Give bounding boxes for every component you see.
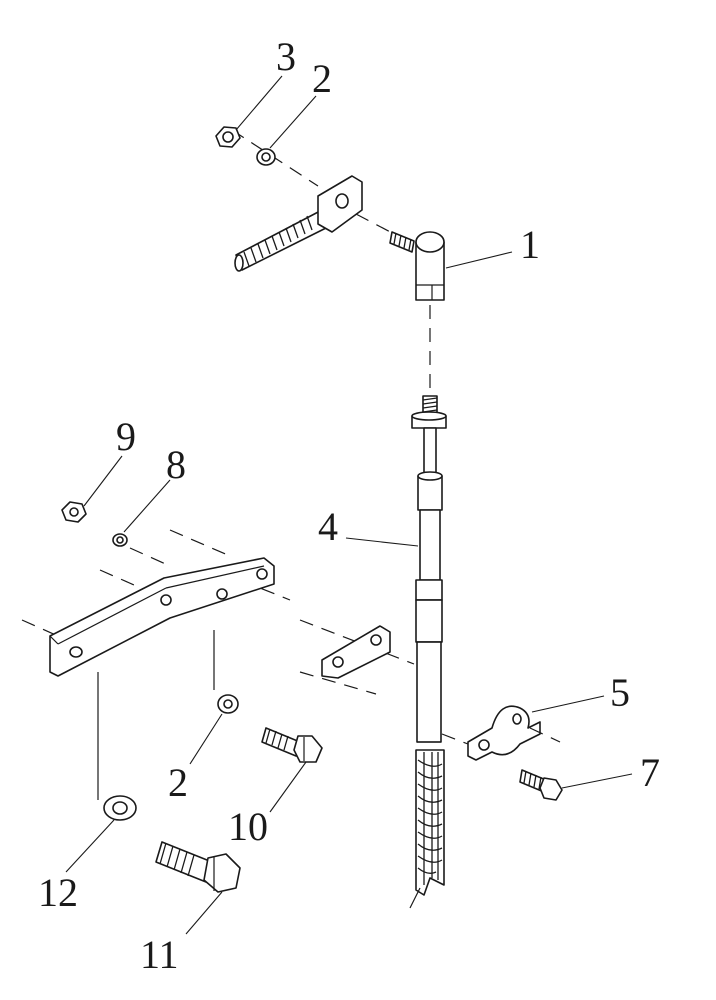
leader-2-top xyxy=(269,95,317,149)
callout-2-bottom: 2 xyxy=(168,760,188,805)
leader-8 xyxy=(123,479,171,533)
washer-part-2-bottom xyxy=(217,694,239,714)
assembly-line-plate-to-swivel xyxy=(355,213,399,237)
cable-clamp-part-5 xyxy=(441,705,561,761)
washer-part-8 xyxy=(112,533,128,547)
callout-2-top: 2 xyxy=(312,56,332,101)
leader-3 xyxy=(235,75,283,131)
callout-1: 1 xyxy=(520,222,540,267)
callout-12: 12 xyxy=(38,870,78,915)
callout-7: 7 xyxy=(640,750,660,795)
link-plate xyxy=(299,619,415,695)
callout-8: 8 xyxy=(166,442,186,487)
callout-10: 10 xyxy=(228,804,268,849)
leader-4 xyxy=(345,537,419,547)
leader-1 xyxy=(445,251,513,269)
control-cable-part-4 xyxy=(409,395,447,909)
callout-5: 5 xyxy=(610,670,630,715)
callout-11: 11 xyxy=(140,932,179,977)
clamp-screw-part-7 xyxy=(519,769,563,801)
leader-9 xyxy=(83,455,123,507)
leader-2-bottom xyxy=(189,713,223,765)
leader-7 xyxy=(561,773,633,789)
callout-3: 3 xyxy=(276,34,296,79)
leader-11 xyxy=(185,891,223,935)
leader-5 xyxy=(531,695,605,713)
washer-part-12 xyxy=(103,795,137,821)
washer-part-2-top xyxy=(256,148,276,166)
leader-12 xyxy=(65,819,115,873)
callout-4: 4 xyxy=(318,504,338,549)
hex-nut-part-3 xyxy=(215,126,241,148)
cable-end-swivel-part-1 xyxy=(389,231,445,301)
hex-nut-part-9 xyxy=(61,501,87,523)
callout-9: 9 xyxy=(116,414,136,459)
hex-bolt-part-10 xyxy=(261,727,323,763)
hex-bolt-part-11 xyxy=(155,841,241,893)
leader-10 xyxy=(269,761,307,813)
threaded-rod-with-eye-plate xyxy=(234,175,363,272)
mounting-bracket-plate xyxy=(21,529,291,800)
